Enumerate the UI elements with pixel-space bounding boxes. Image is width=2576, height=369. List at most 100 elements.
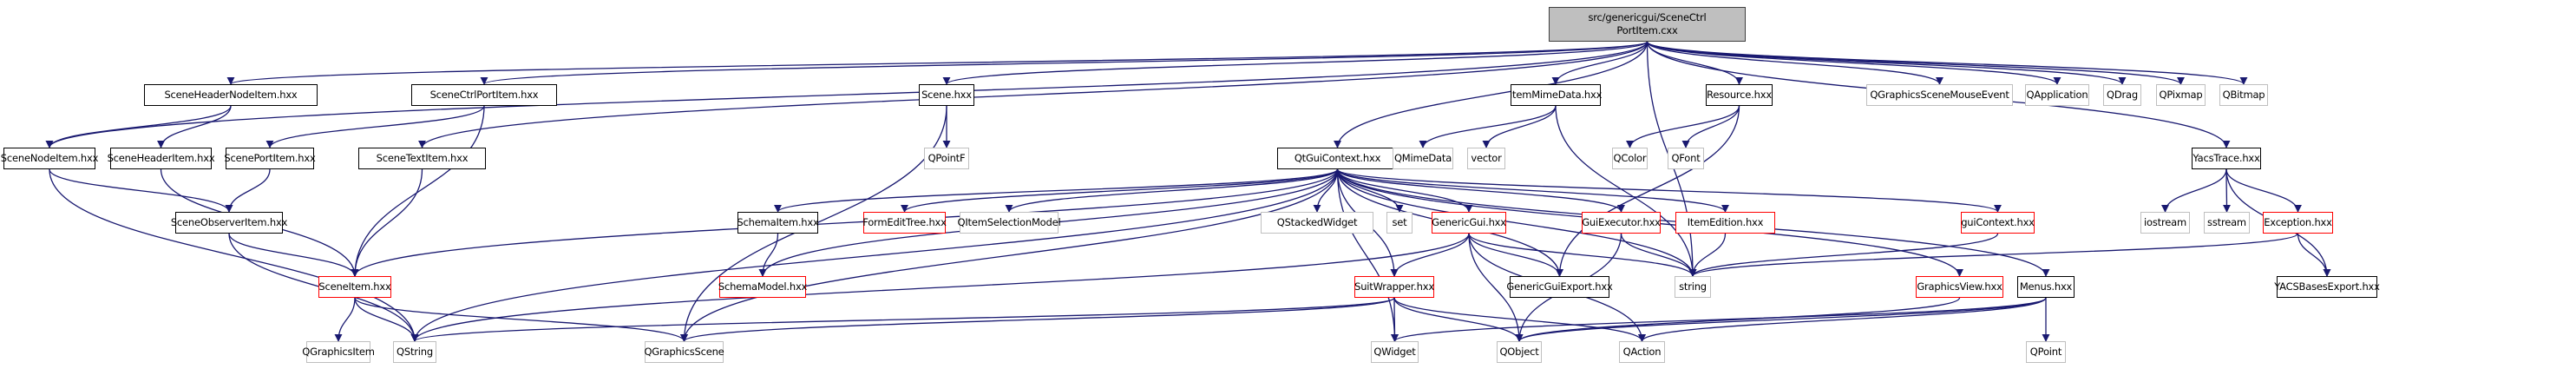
node-label: SceneTextItem.hxx	[376, 152, 469, 164]
edge-itemmimedata-to-vector	[1482, 105, 1557, 148]
node-qgraphicsscene: QGraphicsScene	[644, 341, 724, 363]
node-sceneheaderitem[interactable]: SceneHeaderItem.hxx	[107, 148, 215, 169]
edge-suitwrapper-to-qobject	[1393, 297, 1524, 342]
edge-root-to-sceneheadernodeitem	[227, 41, 1649, 85]
edge-itemmimedata-to-qmimedata	[1419, 105, 1557, 148]
edge-qtguicontext-to-qwidget	[1336, 168, 1399, 342]
node-label-line: src/genericgui/SceneCtrl	[1588, 11, 1707, 23]
edge-qtguicontext-to-string	[1336, 168, 1697, 277]
node-qstackedwidget: QStackedWidget	[1261, 212, 1373, 234]
node-exception[interactable]: Exception.hxx	[2263, 212, 2333, 234]
node-label: Exception.hxx	[2264, 216, 2332, 228]
edge-root-to-scenetextitem	[418, 41, 1649, 148]
node-scenenodeitem[interactable]: SceneNodeItem.hxx	[0, 148, 99, 169]
edge-suitwrapper-to-qaction	[1393, 297, 1646, 342]
edge-exception-to-yacsbasesexport	[2297, 233, 2331, 277]
node-qapplication: QApplication	[2025, 84, 2089, 106]
node-label: QAction	[1622, 346, 1662, 358]
node-sceneitem[interactable]: SceneItem.hxx	[318, 276, 391, 298]
node-guiexecutor[interactable]: GuiExecutor.hxx	[1582, 212, 1661, 234]
node-label: SceneNodeItem.hxx	[0, 152, 99, 164]
node-label: QGraphicsItem	[302, 346, 375, 358]
node-sceneheadernodeitem[interactable]: SceneHeaderNodeItem.hxx	[144, 84, 318, 106]
node-qmimedata: QMimeData	[1393, 148, 1453, 169]
node-guicontext[interactable]: guiContext.hxx	[1961, 212, 2035, 234]
edge-sceneheadernodeitem-to-scenenodeitem	[45, 105, 232, 148]
node-suitwrapper[interactable]: SuitWrapper.hxx	[1354, 276, 1434, 298]
edge-sceneportitem-to-sceneobserveritem	[225, 168, 271, 213]
node-qaction: QAction	[1619, 341, 1665, 363]
edge-menus-to-qwidget	[1391, 297, 2047, 342]
node-label: sstream	[2207, 216, 2246, 228]
edge-resource-to-genericguiexport	[1555, 105, 1740, 277]
node-qwidget: QWidget	[1371, 341, 1419, 363]
node-sstream: sstream	[2204, 212, 2250, 234]
node-qobject: QObject	[1497, 341, 1542, 363]
node-label: iostream	[2144, 216, 2186, 228]
edge-qtguicontext-to-guiexecutor	[1336, 168, 1625, 213]
edge-sceneheadernodeitem-to-sceneheaderitem	[156, 105, 232, 148]
edge-qtguicontext-to-genericgui	[1336, 168, 1473, 213]
edge-qtguicontext-to-qitemselectionmodel	[1005, 168, 1339, 213]
edge-sceneitem-to-qgraphicsitem	[334, 297, 356, 342]
node-label: GraphicsView.hxx	[1917, 280, 2002, 293]
node-label: SchemaModel.hxx	[718, 280, 808, 293]
node-scene[interactable]: Scene.hxx	[919, 84, 974, 106]
edge-genericgui-to-qstring	[410, 233, 1470, 342]
edge-root-to-scenenodeitem	[45, 41, 1649, 148]
node-resource[interactable]: Resource.hxx	[1706, 84, 1773, 106]
node-schemaitem[interactable]: SchemaItem.hxx	[737, 212, 819, 234]
edge-guicontext-to-string	[1688, 233, 1999, 277]
edge-suitwrapper-to-qstring	[410, 297, 1395, 342]
node-itemmimedata[interactable]: ItemMimeData.hxx	[1509, 84, 1603, 106]
node-label: GenericGui.hxx	[1432, 216, 1506, 228]
node-scenectrlportitem[interactable]: SceneCtrlPortItem.hxx	[411, 84, 557, 106]
node-schemamodel[interactable]: SchemaModel.hxx	[718, 276, 808, 298]
edge-sceneobserveritem-to-sceneitem	[228, 233, 359, 277]
edge-yacstrace-to-iostream	[2160, 168, 2227, 213]
node-label: set	[1392, 216, 1407, 228]
node-label: GenericGuiExport.hxx	[1506, 280, 1613, 293]
edge-root-to-qgraphicsscenemouseevent	[1646, 41, 1943, 85]
node-itemedition[interactable]: ItemEdition.hxx	[1675, 212, 1775, 234]
node-label: ItemMimeData.hxx	[1509, 89, 1603, 101]
node-qpointf: QPointF	[924, 148, 969, 169]
node-genericguiexport[interactable]: GenericGuiExport.hxx	[1506, 276, 1613, 298]
node-yacstrace[interactable]: YacsTrace.hxx	[2192, 148, 2261, 169]
edge-root-to-scenectrlportitem	[480, 41, 1649, 85]
node-menus[interactable]: Menus.hxx	[2017, 276, 2075, 298]
node-qtguicontext[interactable]: QtGuiContext.hxx	[1277, 148, 1398, 169]
node-label: guiContext.hxx	[1961, 216, 2035, 228]
node-label: Menus.hxx	[2019, 280, 2073, 293]
node-label: SuitWrapper.hxx	[1354, 280, 1434, 293]
node-yacsbasesexport[interactable]: YACSBasesExport.hxx	[2274, 276, 2380, 298]
node-qdrag: QDrag	[2103, 84, 2141, 106]
node-label: SceneHeaderItem.hxx	[107, 152, 215, 164]
edge-qtguicontext-to-itemedition	[1336, 168, 1729, 213]
node-label: string	[1679, 280, 1707, 293]
node-sceneobserveritem[interactable]: SceneObserverItem.hxx	[171, 212, 287, 234]
node-label: QColor	[1613, 152, 1647, 164]
node-label: Scene.hxx	[921, 89, 972, 101]
edge-itemmimedata-to-string	[1555, 105, 1697, 277]
node-label: QDrag	[2107, 89, 2138, 101]
node-qpoint: QPoint	[2026, 341, 2066, 363]
node-label: QGraphicsScene	[644, 346, 724, 358]
edge-scenetextitem-to-sceneitem	[351, 168, 423, 277]
node-sceneportitem[interactable]: ScenePortItem.hxx	[224, 148, 316, 169]
node-genericgui[interactable]: GenericGui.hxx	[1432, 212, 1506, 234]
node-qcolor: QColor	[1612, 148, 1648, 169]
edge-qtguicontext-to-qstackedwidget	[1313, 168, 1339, 213]
node-set: set	[1386, 212, 1413, 234]
node-graphicsview[interactable]: GraphicsView.hxx	[1916, 276, 2003, 298]
node-label: SceneCtrlPortItem.hxx	[429, 89, 539, 101]
edge-root-to-qapplication	[1646, 41, 2061, 85]
edge-menus-to-qaction	[1638, 297, 2047, 342]
edge-sceneitem-to-qgraphicsscene	[354, 297, 688, 342]
node-formedittree[interactable]: FormEditTree.hxx	[862, 212, 947, 234]
node-label: GuiExecutor.hxx	[1582, 216, 1661, 228]
node-scenetextitem[interactable]: SceneTextItem.hxx	[358, 148, 486, 169]
